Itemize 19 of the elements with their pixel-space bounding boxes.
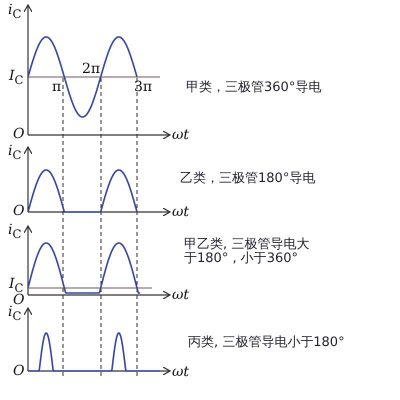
- tick-label: 3π: [134, 79, 152, 95]
- axis-label: ωt: [172, 364, 190, 380]
- axis-label: i$_{C}$: [8, 143, 22, 163]
- class-description: 甲类，三极管360°导电: [186, 80, 322, 96]
- class-description: 甲乙类, 三极管导电大于180° , 小于360°: [184, 238, 310, 266]
- origin-label: O: [13, 363, 24, 379]
- axis-label: ωt: [172, 127, 190, 143]
- tick-label: 2π: [82, 61, 100, 77]
- origin-label: O: [13, 126, 24, 142]
- axis-label: I$_{C}$: [9, 68, 24, 88]
- origin-label: O: [13, 203, 24, 219]
- axis-label: I$_{C}$: [9, 276, 24, 295]
- class-description: 丙类, 三极管导电小于180°: [188, 335, 345, 351]
- axis-label: i$_{C}$: [8, 222, 22, 242]
- axis-label: i$_{C}$: [8, 2, 22, 22]
- axis-label: ωt: [172, 287, 190, 303]
- tick-label: π: [52, 79, 62, 95]
- class-description: 乙类，三极管180°导电: [180, 171, 316, 187]
- axis-label: ωt: [172, 204, 190, 220]
